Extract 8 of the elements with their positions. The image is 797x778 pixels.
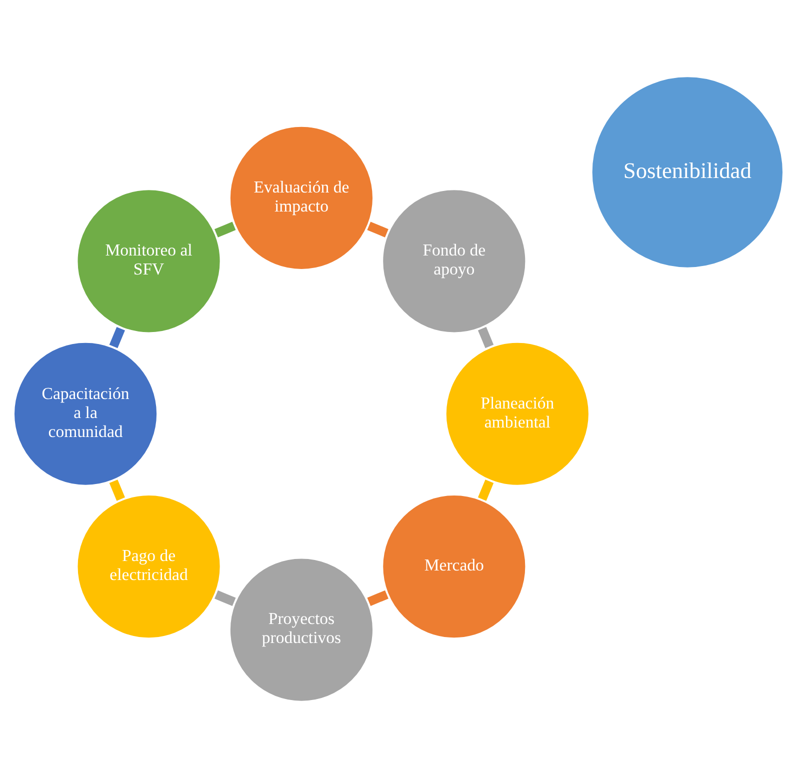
connector (214, 222, 236, 238)
connector (367, 590, 388, 606)
connector (478, 480, 494, 501)
connector (109, 480, 125, 501)
connector (478, 326, 494, 348)
connector (214, 590, 236, 606)
connector (109, 326, 125, 348)
connector (367, 222, 388, 238)
